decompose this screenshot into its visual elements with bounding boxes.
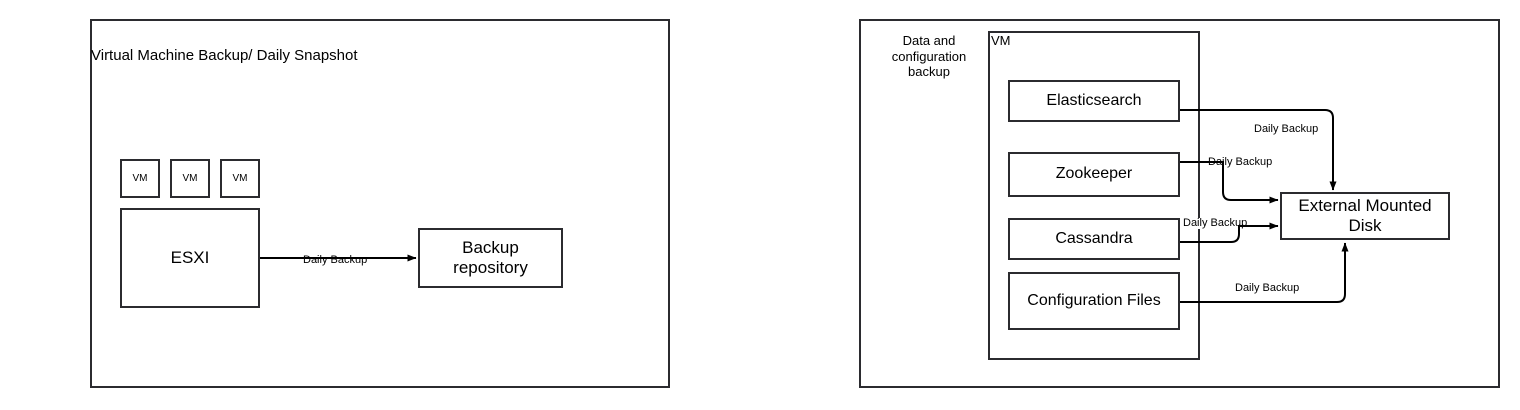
left-panel-container — [90, 19, 670, 388]
vm-instance-3-label: VM — [232, 172, 248, 184]
backup-repository-label: Backup repository — [453, 237, 528, 277]
component-zookeeper-label: Zookeeper — [1055, 165, 1133, 183]
backup-repository-node: Backup repository — [418, 228, 563, 288]
vm-instance-1: VM — [120, 159, 160, 198]
vm-container-label: VM — [991, 33, 1011, 48]
component-cassandra: Cassandra — [1008, 218, 1180, 260]
component-cassandra-label: Cassandra — [1055, 229, 1133, 247]
zookeeper-edge-label: Daily Backup — [1206, 156, 1275, 168]
esxi-node: ESXI — [120, 208, 260, 308]
right-panel-caption: Data and configuration backup — [891, 33, 967, 80]
external-mounted-disk-node: External Mounted Disk — [1280, 192, 1450, 240]
esxi-to-repository-edge-label: Daily Backup — [301, 254, 370, 266]
elasticsearch-edge-label: Daily Backup — [1252, 123, 1321, 135]
component-configuration-files-label: Configuration Files — [1027, 291, 1161, 309]
cassandra-edge-label: Daily Backup — [1181, 217, 1250, 229]
external-mounted-disk-label: External Mounted Disk — [1298, 195, 1432, 235]
component-elasticsearch-label: Elasticsearch — [1046, 91, 1142, 109]
vm-instance-2-label: VM — [182, 172, 198, 184]
configuration-files-edge-label: Daily Backup — [1233, 282, 1302, 294]
component-elasticsearch: Elasticsearch — [1008, 80, 1180, 122]
vm-instance-1-label: VM — [132, 172, 148, 184]
left-panel-title: Virtual Machine Backup/ Daily Snapshot — [91, 47, 358, 64]
esxi-node-label: ESXI — [170, 247, 210, 267]
component-configuration-files: Configuration Files — [1008, 272, 1180, 330]
vm-instance-3: VM — [220, 159, 260, 198]
component-zookeeper: Zookeeper — [1008, 152, 1180, 197]
vm-instance-2: VM — [170, 159, 210, 198]
